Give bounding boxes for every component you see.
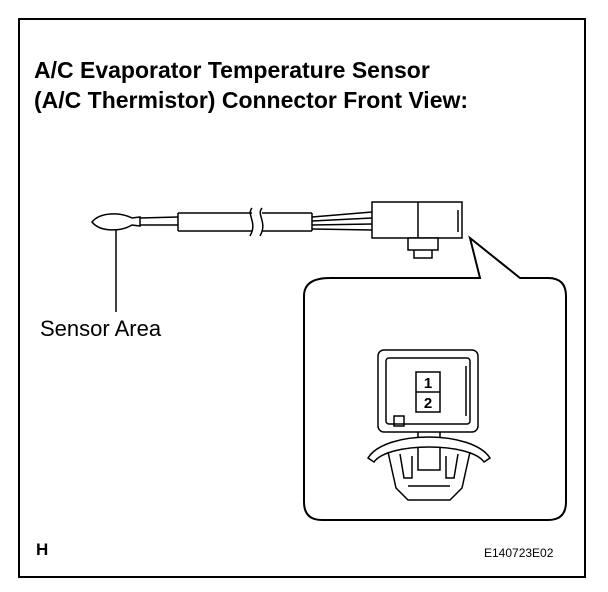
connector-front-view: [366, 349, 492, 501]
locking-clip-inner-right: [445, 453, 459, 479]
connector-latch-tab: [413, 250, 433, 259]
locking-clip-arc: [366, 436, 492, 464]
break-mark-right: [259, 207, 264, 237]
diagram-title: A/C Evaporator Temperature Sensor (A/C T…: [34, 55, 468, 115]
wire-3: [311, 223, 373, 226]
title-line-1: A/C Evaporator Temperature Sensor: [34, 57, 430, 83]
locking-clip-inner-left: [399, 453, 413, 479]
pin-2-label: 2: [424, 395, 432, 412]
wire-1: [311, 211, 373, 218]
sensor-tip: [91, 213, 141, 231]
wire-4: [311, 228, 373, 231]
sleeve-right: [262, 212, 313, 232]
sleeve-left: [177, 212, 252, 232]
pin-1-label: 1: [424, 375, 432, 392]
sensor-assembly: [91, 201, 463, 259]
locking-clip-center: [417, 448, 441, 471]
polarity-key: [393, 415, 405, 427]
connector-housing: [371, 201, 463, 239]
connector-latch: [407, 237, 439, 251]
section-letter: H: [36, 540, 49, 559]
title-line-2: (A/C Thermistor) Connector Front View:: [34, 87, 469, 113]
locking-clip-body: [387, 451, 471, 501]
wire-2: [311, 217, 373, 222]
break-mark-left: [249, 207, 254, 237]
figure-reference-code: E140723E02: [484, 546, 554, 560]
sensor-area-label: Sensor Area: [40, 316, 162, 341]
front-housing-inner: [385, 357, 471, 425]
sensor-lead-top: [139, 216, 179, 219]
